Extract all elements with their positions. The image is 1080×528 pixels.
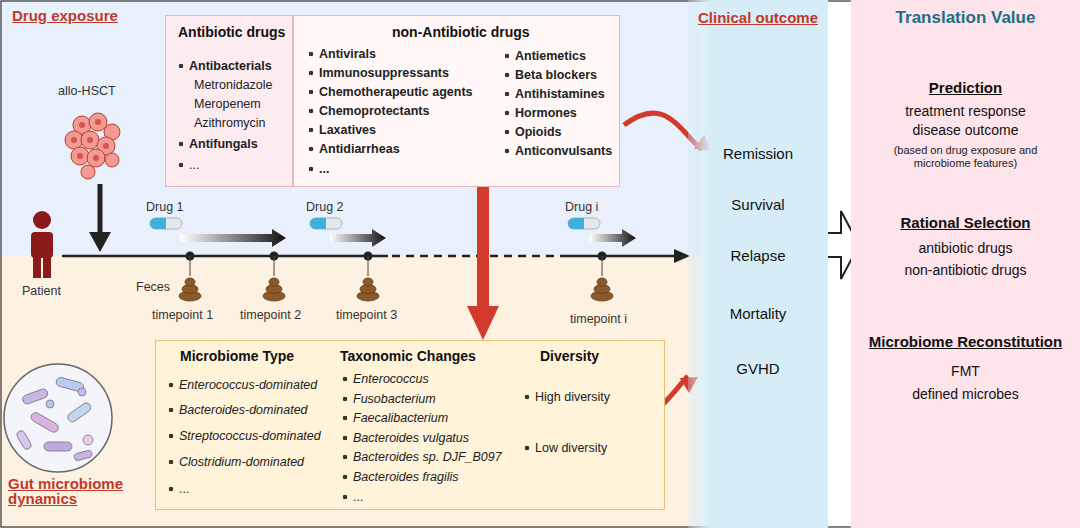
- node-item: Survival: [688, 197, 828, 213]
- node-item: Chemoprotectants: [308, 103, 429, 119]
- node-item: non-antibiotic drugs: [851, 262, 1080, 278]
- outcome-band: Clinical outcomeRemissionSurvivalRelapse…: [688, 0, 828, 528]
- node-item: disease outcome: [851, 122, 1080, 138]
- node-item: FMT: [851, 363, 1080, 379]
- drug-label: Drug 2: [306, 200, 344, 215]
- node-item: Antiemetics: [504, 48, 586, 64]
- translation-band: Translation ValuePrediction treatment res…: [851, 0, 1080, 528]
- node-heading: Translation Value: [851, 10, 1080, 26]
- node-item: Opioids: [504, 124, 562, 140]
- node-item: Taxonomic Changes: [340, 348, 476, 364]
- node-item: Clostridium-dominated: [168, 454, 304, 470]
- node-item: Fusobacterium: [342, 391, 436, 407]
- node-item: Enterococcus-dominated: [168, 377, 317, 393]
- timepoint-label: timepoint 2: [240, 308, 301, 323]
- feces-label: Feces: [136, 280, 170, 295]
- node-item: Bacteroides vulgatus: [342, 430, 469, 446]
- node-item: Enterococcus: [342, 371, 429, 387]
- node-item: Anticonvulsants: [504, 143, 612, 159]
- node-item: Beta blockers: [504, 67, 597, 83]
- microbiome-box: Microbiome TypeEnterococcus-dominatedBac…: [155, 340, 665, 510]
- drug-label: Drug i: [565, 200, 598, 215]
- node-heading: Antibiotic drugs: [178, 24, 285, 40]
- timepoint-label: timepoint 1: [152, 308, 213, 323]
- node-item: Bacteroides fragilis: [342, 469, 459, 485]
- node-item: Chemotherapeutic agents: [308, 84, 473, 100]
- node-item: Laxatives: [308, 122, 376, 138]
- node-item: Faecalibacterium: [342, 410, 448, 426]
- antibiotic-box: Antibiotic drugsAntibacterialsMetronidaz…: [165, 15, 293, 187]
- node-item: Antihistamines: [504, 86, 605, 102]
- node-item: Microbiome Reconstitution: [851, 334, 1080, 350]
- node-heading: Clinical outcome: [688, 10, 828, 26]
- node-item: treatment response: [851, 103, 1080, 119]
- node-item: Hormones: [504, 105, 577, 121]
- node-item: (based on drug exposure and microbiome f…: [886, 144, 1045, 170]
- node-item: defined microbes: [851, 386, 1080, 402]
- section-title: Drug exposure: [12, 8, 118, 23]
- node-heading: Microbiome Type: [180, 348, 294, 364]
- node-item: Diversity: [540, 348, 599, 364]
- node-item: Bacteroides-dominated: [168, 402, 308, 418]
- patient-label: Patient: [22, 284, 61, 299]
- node-item: GVHD: [688, 361, 828, 377]
- node-item: ...: [342, 489, 363, 505]
- node-item: ...: [308, 161, 329, 177]
- drug-class-box: non-Antibiotic drugsAntiviralsImmunosupp…: [293, 15, 620, 187]
- node-item: ...: [178, 157, 199, 173]
- node-item: Prediction: [851, 80, 1080, 96]
- drug-label: Drug 1: [146, 200, 184, 215]
- node-item: Antidiarrheas: [308, 141, 400, 157]
- node-item: Low diversity: [524, 440, 607, 456]
- section-title: Gut microbiome dynamics: [8, 476, 128, 506]
- node-item: Remission: [688, 146, 828, 162]
- node-item: Relapse: [688, 248, 828, 264]
- node-item: ...: [168, 481, 189, 497]
- node-item: Immunosuppressants: [308, 65, 449, 81]
- cell-label: allo-HSCT: [58, 84, 116, 99]
- node-heading: non-Antibiotic drugs: [392, 24, 530, 40]
- node-item: Antibacterials: [178, 58, 272, 74]
- node-item: Azithromycin: [194, 115, 266, 131]
- connector-arrow: [467, 187, 499, 340]
- node-item: Antifungals: [178, 136, 258, 152]
- node-item: High diversity: [524, 389, 610, 405]
- timepoint-label: timepoint i: [570, 312, 627, 327]
- node-item: Mortality: [688, 306, 828, 322]
- node-item: Meropenem: [194, 96, 261, 112]
- node-item: Bacteroides sp. DJF_B097: [342, 449, 502, 465]
- timepoint-label: timepoint 3: [336, 308, 397, 323]
- node-item: Metronidazole: [194, 77, 273, 93]
- node-item: antibiotic drugs: [851, 240, 1080, 256]
- node-item: Antivirals: [308, 46, 376, 62]
- node-item: Streptococcus-dominated: [168, 428, 321, 444]
- node-item: Rational Selection: [851, 215, 1080, 231]
